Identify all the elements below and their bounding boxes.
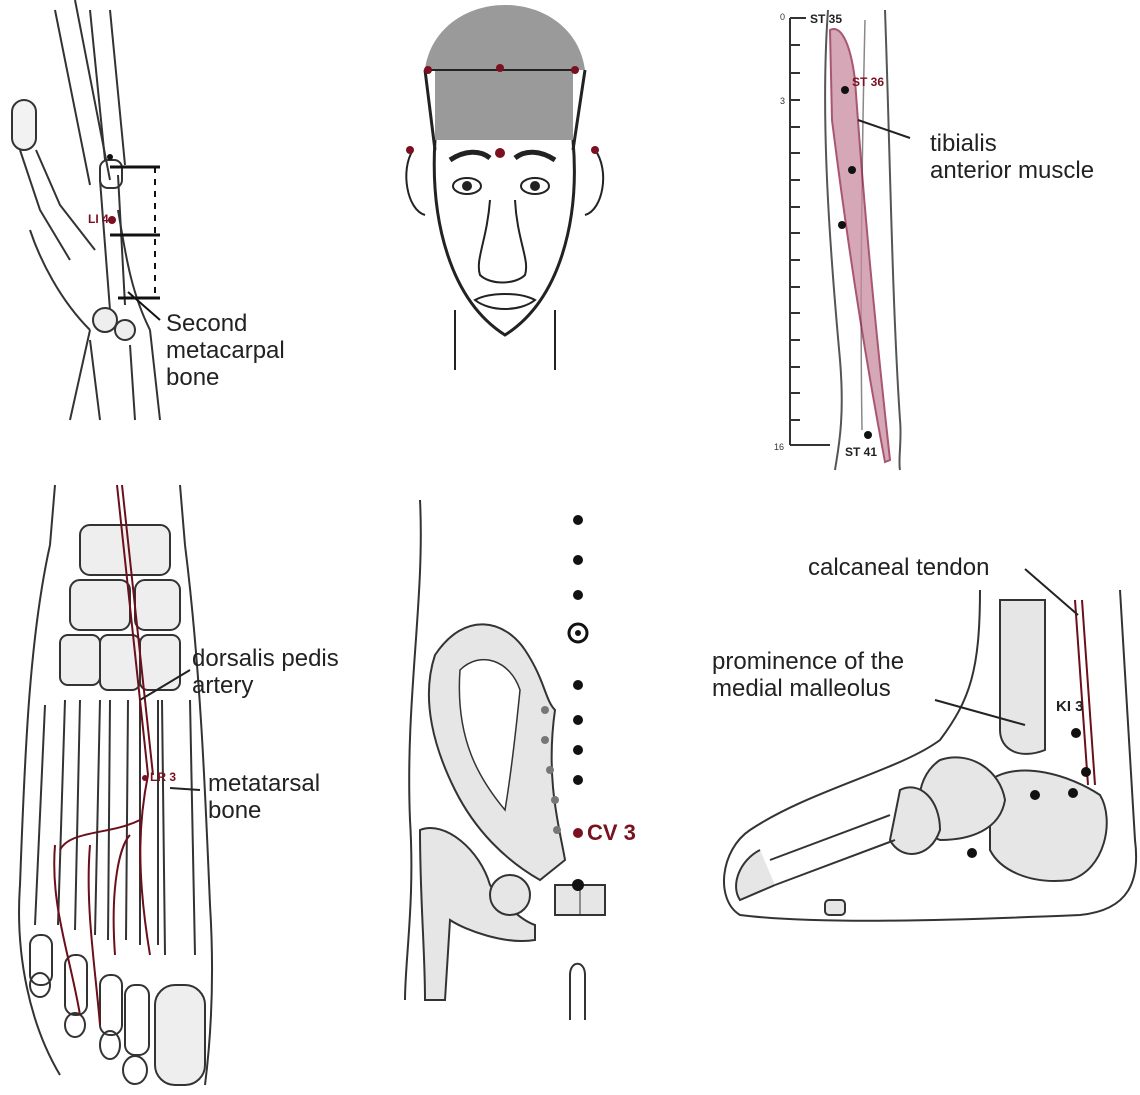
ankle-point-label: KI 3	[1056, 698, 1084, 715]
scale-mid-label: 3	[780, 96, 785, 106]
foot-point-label: LR 3	[150, 770, 176, 784]
pelvis-panel: CV 3	[395, 500, 655, 1020]
tibialis-label: tibialis anterior muscle	[930, 130, 1094, 184]
scale-bottom-label: 16	[774, 442, 784, 452]
face-illustration	[395, 0, 615, 380]
leg-point-st41: ST 41	[845, 445, 877, 459]
pelvis-illustration	[395, 500, 655, 1020]
foot-illustration	[0, 485, 380, 1095]
leg-panel: 0 3 16 ST 35 ST 36 ST 41 tibialis anteri…	[750, 0, 1140, 475]
hand-panel: LI 4 Second metacarpal bone	[0, 0, 380, 420]
dorsalis-pedis-label: dorsalis pedis artery	[192, 645, 339, 699]
scale-top-label: 0	[780, 12, 785, 22]
ankle-panel: KI 3 calcaneal tendon prominence of the …	[700, 540, 1140, 930]
calcaneal-tendon-label: calcaneal tendon	[808, 554, 989, 581]
hand-bone-label: Second metacarpal bone	[166, 310, 285, 391]
metatarsal-label: metatarsal bone	[208, 770, 320, 824]
hand-point-label: LI 4	[88, 212, 109, 226]
leg-illustration	[750, 0, 1140, 475]
foot-panel: LR 3 dorsalis pedis artery metatarsal bo…	[0, 485, 380, 1095]
pelvis-point-label: CV 3	[587, 820, 636, 846]
ankle-illustration	[700, 540, 1140, 930]
face-panel	[395, 0, 615, 380]
leg-point-st36: ST 36	[852, 75, 884, 89]
leg-point-st35: ST 35	[810, 12, 842, 26]
malleolus-label: prominence of the medial malleolus	[712, 648, 904, 702]
